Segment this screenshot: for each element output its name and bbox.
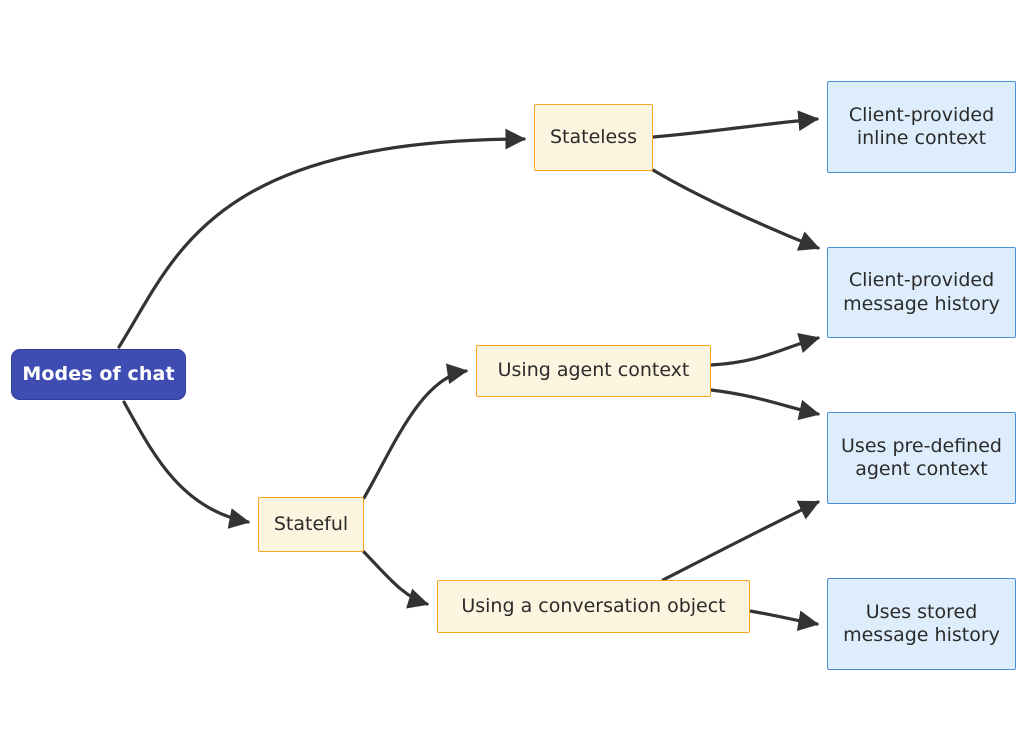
edge-conversation-object-to-predefined xyxy=(661,500,820,582)
node-label: Using a conversation object xyxy=(461,594,726,617)
edge-stateless-to-inline xyxy=(651,110,820,139)
node-client-provided-message-history[interactable]: Client-provided message history xyxy=(827,247,1016,338)
node-uses-stored-message-history[interactable]: Uses stored message history xyxy=(827,578,1016,670)
node-label: Modes of chat xyxy=(22,362,175,385)
node-label: Client-provided inline context xyxy=(848,103,995,149)
edge-root-to-stateless xyxy=(117,128,527,349)
edge-conversation-object-to-stored-history xyxy=(748,609,820,632)
node-uses-pre-defined-agent-context[interactable]: Uses pre-defined agent context xyxy=(827,412,1016,504)
node-client-provided-inline-context[interactable]: Client-provided inline context xyxy=(827,81,1016,173)
node-using-agent-context[interactable]: Using agent context xyxy=(476,345,711,397)
node-label: Uses pre-defined agent context xyxy=(841,434,1002,480)
node-label: Stateless xyxy=(549,125,638,148)
edge-root-to-stateful xyxy=(122,400,251,529)
edge-stateless-to-message-history xyxy=(651,168,820,251)
edge-stateful-to-conversation-object xyxy=(362,550,429,609)
node-label: Client-provided message history xyxy=(843,269,1000,315)
node-label: Stateful xyxy=(273,512,349,535)
edge-agent-context-to-predefined xyxy=(709,388,821,421)
node-label: Using agent context xyxy=(497,359,690,382)
edge-stateful-to-agent-context xyxy=(362,363,469,500)
node-stateless[interactable]: Stateless xyxy=(534,104,653,171)
node-label: Uses stored message history xyxy=(843,600,1000,646)
edge-agent-context-to-message-history xyxy=(709,332,821,367)
node-modes-of-chat[interactable]: Modes of chat xyxy=(11,349,186,400)
node-stateful[interactable]: Stateful xyxy=(258,497,364,552)
node-using-a-conversation-object[interactable]: Using a conversation object xyxy=(437,580,750,633)
